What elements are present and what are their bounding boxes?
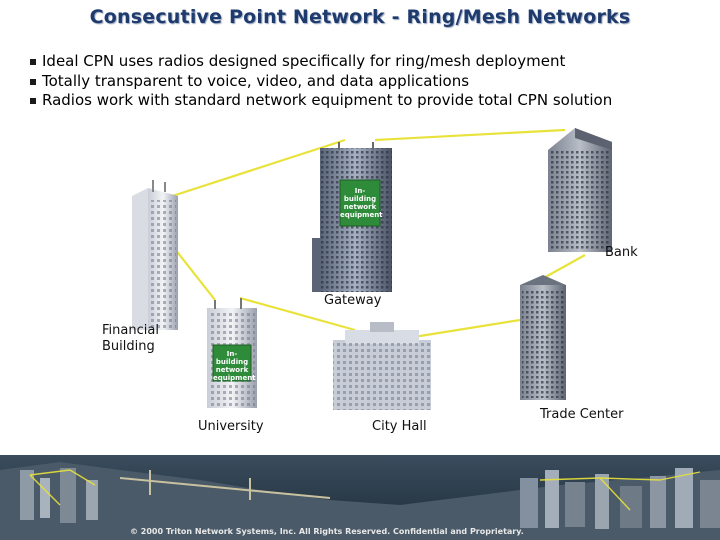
university-equipment-label: In-building network equipment	[213, 350, 256, 382]
link-bank-tradecenter	[539, 254, 586, 281]
link-cityhall-university	[239, 296, 356, 332]
bullet-square-icon	[30, 59, 36, 65]
equipment-label-line: In-building	[215, 350, 249, 366]
city-panorama	[0, 455, 720, 540]
financial-building-label: Financial Building	[102, 323, 159, 355]
trade-center-label: Trade Center	[540, 407, 624, 422]
city-hall-building	[333, 322, 431, 410]
bullet-item: Ideal CPN uses radios designed specifica…	[30, 52, 612, 72]
trade-center-building	[520, 275, 566, 400]
financial-label-line: Building	[102, 339, 155, 354]
link-financial-gateway	[159, 138, 346, 202]
equipment-label-line: equipment	[213, 374, 256, 382]
gateway-equipment-label: In-building network equipment	[340, 187, 383, 219]
link-gateway-bank	[374, 128, 566, 142]
financial-label-line: Financial	[102, 323, 159, 338]
university-building	[207, 298, 257, 408]
bullet-text: Radios work with standard network equipm…	[42, 91, 613, 109]
bullet-square-icon	[30, 98, 36, 104]
financial-building	[132, 180, 178, 330]
university-equipment-box	[212, 344, 252, 382]
copyright-footer: © 2000 Triton Network Systems, Inc. All …	[130, 527, 524, 536]
university-label: University	[198, 419, 264, 434]
bullet-item: Radios work with standard network equipm…	[30, 91, 612, 111]
equipment-label-line: network	[215, 366, 249, 374]
gateway-equipment-box	[339, 179, 381, 227]
bullet-list: Ideal CPN uses radios designed specifica…	[30, 52, 612, 111]
page-title: Consecutive Point Network - Ring/Mesh Ne…	[89, 6, 631, 28]
bullet-item: Totally transparent to voice, video, and…	[30, 72, 612, 92]
bullet-square-icon	[30, 78, 36, 85]
bank-building	[548, 128, 612, 252]
city-hall-label: City Hall	[372, 419, 427, 434]
gateway-label: Gateway	[324, 293, 382, 308]
gateway-building	[312, 142, 392, 292]
bullet-text: Totally transparent to voice, video, and…	[42, 71, 470, 90]
bullet-text: Ideal CPN uses radios designed specifica…	[42, 52, 566, 70]
equipment-label-line: equipment	[340, 211, 383, 219]
equipment-label-line: In-building	[343, 187, 377, 203]
equipment-label-line: network	[343, 203, 377, 211]
bank-label: Bank	[605, 245, 638, 260]
